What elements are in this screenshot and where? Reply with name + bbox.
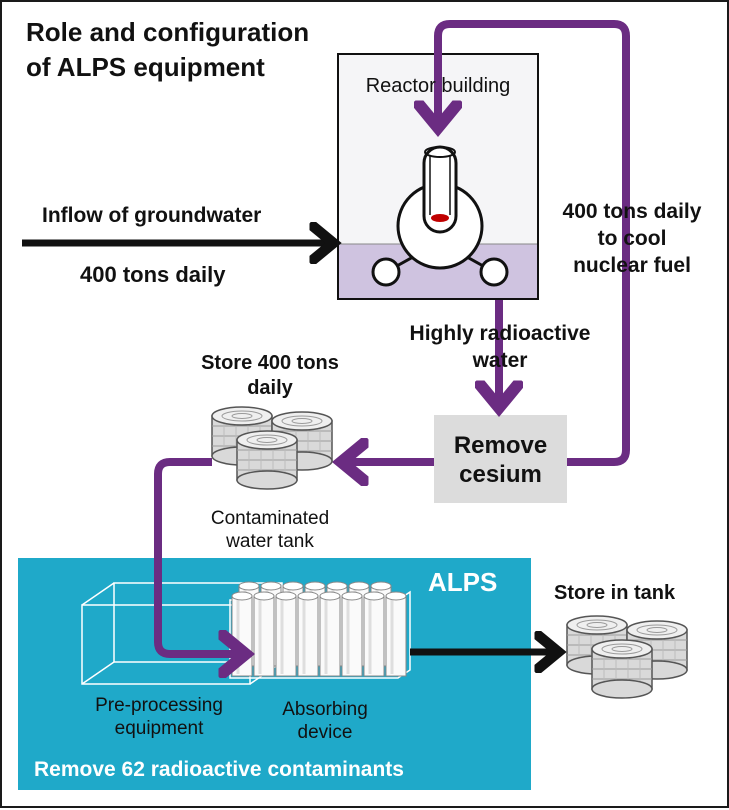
pre-processing-line1: Pre-processing [95,695,223,716]
remove-contaminants-label: Remove 62 radioactive contaminants [34,758,404,781]
title-line1: Role and configuration [26,17,310,47]
store-daily-line2: daily [247,377,293,399]
cesium-box [434,415,567,503]
remove-cesium-line1: Remove [453,432,548,459]
reactor-building-label: Reactor building [365,75,511,97]
radioactive-water-line2: water [472,349,528,372]
radioactive-water-line1: Highly radioactive [409,322,591,345]
absorbing-device [229,580,411,679]
absorbing-device-line1: Absorbing [282,699,368,720]
absorbing-device-line2: device [297,722,353,743]
pre-processing-line2: equipment [114,718,204,739]
groundwater-label: Inflow of groundwater [42,204,262,227]
tank-to-alps-arrow [154,458,244,654]
store-in-tank-label: Store in tank [554,582,676,604]
storage-tank [566,615,688,699]
reactor-vessel [371,145,509,287]
groundwater-amount: 400 tons daily [80,262,226,287]
cooling-water-line3: nuclear fuel [573,254,691,277]
contaminated-tank-line2: water tank [226,531,314,552]
alps-label: ALPS [428,567,498,597]
cooling-water-line1: 400 tons daily [562,200,702,223]
cooling-water-loop [438,20,630,466]
contaminated-tank-line1: Contaminated [210,508,330,529]
contaminated-water-tank [211,406,333,490]
store-daily-line1: Store 400 tons [201,352,339,374]
cooling-water-line2: to cool [597,227,667,250]
remove-cesium-line2: cesium [459,461,542,488]
title-line2: of ALPS equipment [26,52,265,82]
